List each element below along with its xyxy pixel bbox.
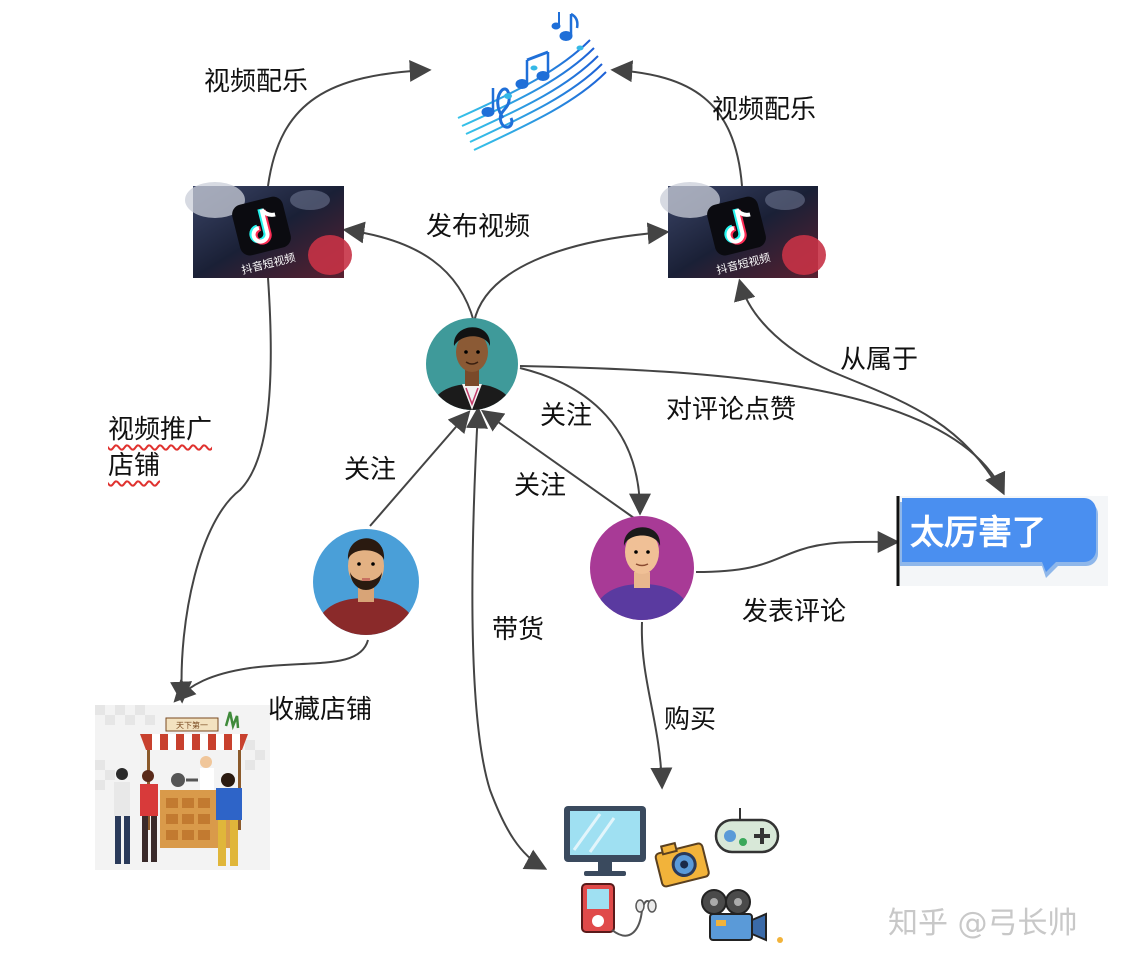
mp3-player-icon [581,883,657,937]
arrow-music-left [267,59,432,187]
douyin-app-right: 抖音短视频 [660,182,826,278]
label-follow-right-bottom: 关注 [514,471,567,501]
arrow-promote-shop [170,277,272,704]
comment-bubble: 太厉害了 [896,496,1108,586]
label-follow-left: 关注 [344,455,397,485]
products-icon [564,806,783,943]
label-comment: 发表评论 [742,597,847,627]
arrow-follow-left [369,410,471,527]
comment-bubble-text: 太厉害了 [910,513,1046,553]
arrow-sell [466,406,548,870]
label-belongs: 从属于 [840,345,919,375]
music-notes-icon [457,12,607,151]
label-music-left: 视频配乐 [204,67,309,97]
camera-icon [654,841,710,888]
arrow-publish-right [473,222,670,323]
monitor-icon [564,806,646,876]
arrow-follow-right-down [519,367,651,516]
arrow-buy [640,621,673,790]
label-sell: 带货 [492,615,545,645]
label-publish: 发布视频 [426,212,531,242]
arrow-like [519,365,1006,496]
arrow-comment [695,530,900,573]
arrow-fav-shop [173,639,369,703]
creator-avatar-icon [426,318,518,410]
label-music-right: 视频配乐 [712,95,817,125]
douyin-app-left: 抖音短视频 [185,182,352,278]
arrow-music-right [610,60,743,187]
label-buy: 购买 [664,705,717,735]
arrow-belongs [734,278,1001,491]
bearded-man-avatar-icon [313,529,419,635]
shop-sign-text: 天下第一 [176,720,208,730]
man-avatar-icon [590,516,694,620]
label-like: 对评论点赞 [666,395,797,425]
label-follow-right-top: 关注 [540,401,593,431]
arrow-publish-left [342,221,475,323]
shop-stall-icon: 天下第一 [95,705,270,870]
video-camera-icon [701,889,767,942]
gamepad-icon [714,808,780,854]
label-fav-shop: 收藏店铺 [268,695,373,725]
label-promote-line2: 店铺 [108,451,161,481]
label-promote-line1: 视频推广 [108,415,213,445]
watermark: 知乎 @弓长帅 [888,906,1078,941]
